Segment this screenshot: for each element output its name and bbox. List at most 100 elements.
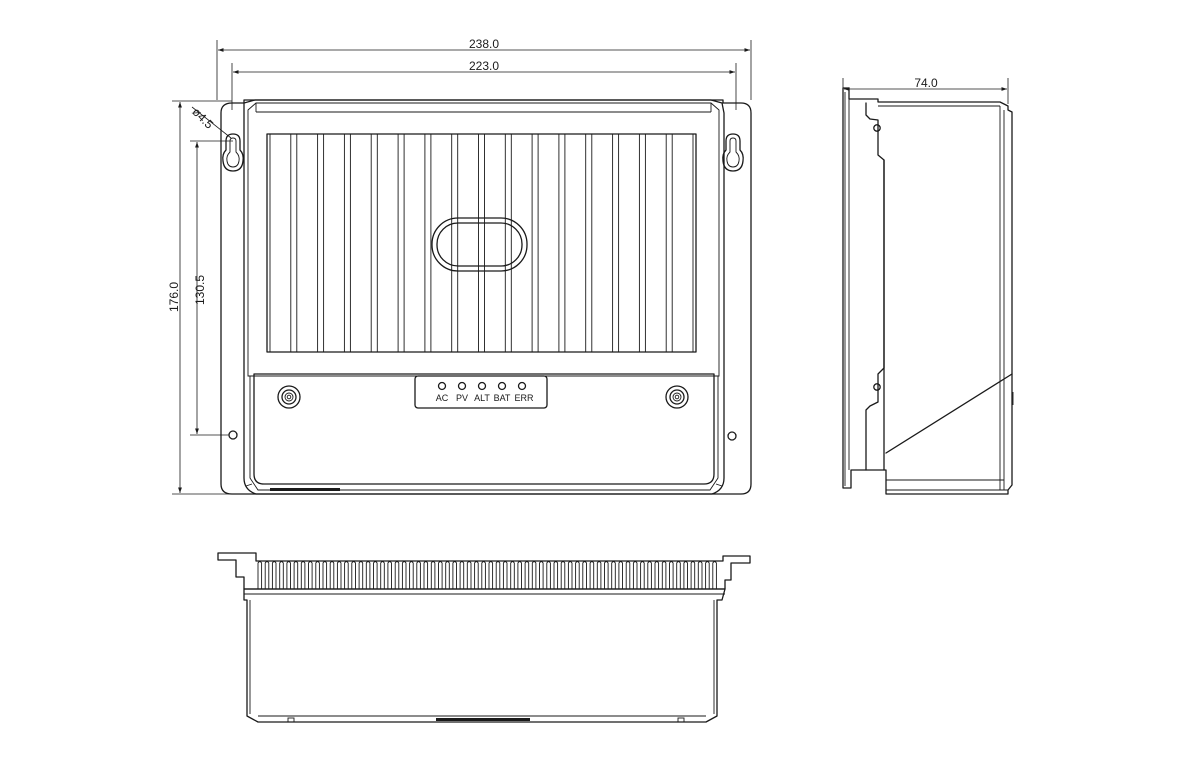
bottom-fin xyxy=(459,561,465,589)
bottom-fin xyxy=(351,561,356,589)
bottom-fin xyxy=(575,561,580,589)
dimension-depth: 74.0 xyxy=(842,76,1009,104)
bottom-fin xyxy=(524,561,530,589)
led-label-ac: AC xyxy=(436,393,449,403)
bottom-fin xyxy=(308,561,313,589)
bottom-fin xyxy=(690,561,696,589)
bottom-fin xyxy=(618,561,623,589)
bottom-fin xyxy=(387,561,392,589)
mount-hole-bottom-right xyxy=(727,431,737,441)
bottom-fin xyxy=(510,561,515,589)
dimension-overall-width: 238.0 xyxy=(216,37,752,100)
heatsink-fin xyxy=(430,133,453,353)
bottom-fin xyxy=(625,561,631,589)
bottom-fin xyxy=(264,561,270,589)
heatsink-fin xyxy=(296,133,319,353)
mount-hole-bottom-left xyxy=(228,430,238,440)
bottom-fin xyxy=(300,561,306,589)
heatsink-fin xyxy=(376,133,399,353)
dimension-hole-spacing: 130.5 xyxy=(190,140,233,436)
bottom-fin xyxy=(611,561,616,589)
bottom-fin xyxy=(589,561,595,589)
bottom-fin xyxy=(712,561,717,589)
side-hole-bottom xyxy=(873,383,881,391)
bottom-fin xyxy=(676,561,681,589)
heatsink-fin xyxy=(564,133,587,353)
keyhole-slot-left xyxy=(222,133,244,172)
side-view xyxy=(842,87,1014,495)
dim-text-body-width: 223.0 xyxy=(469,59,499,73)
bottom-fin xyxy=(438,561,443,589)
bottom-fin xyxy=(669,561,674,589)
dimension-body-width: 223.0 xyxy=(231,59,737,110)
dim-text-overall-height: 176.0 xyxy=(167,282,181,312)
heatsink-fin xyxy=(323,133,345,353)
bottom-fin xyxy=(546,561,551,589)
bottom-fin xyxy=(582,561,587,589)
bottom-fin xyxy=(697,561,703,589)
dim-text-depth: 74.0 xyxy=(914,76,938,90)
led-label-alt: ALT xyxy=(474,393,490,403)
side-profile-outline xyxy=(842,87,1013,495)
side-hole-top xyxy=(873,124,881,132)
dim-text-overall-width: 238.0 xyxy=(469,37,499,51)
bottom-fin xyxy=(394,561,400,589)
led-ac: AC xyxy=(436,381,449,403)
bottom-view xyxy=(217,552,751,723)
mounting-plate-outline xyxy=(220,99,752,495)
heatsink-fin xyxy=(618,133,640,353)
led-label-bat: BAT xyxy=(494,393,511,403)
bottom-body xyxy=(243,588,726,723)
dim-text-hole-spacing: 130.5 xyxy=(193,275,207,305)
heatsink-fin xyxy=(671,133,694,353)
bottom-fin xyxy=(452,561,457,589)
led-alt: ALT xyxy=(474,381,490,403)
bottom-fin xyxy=(329,561,335,589)
bottom-fin xyxy=(322,561,328,589)
bottom-fin xyxy=(257,561,263,589)
bottom-fin xyxy=(705,561,710,589)
bottom-fin xyxy=(430,561,436,589)
heatsink-fins xyxy=(269,133,694,353)
heatsink-fin-panel xyxy=(266,133,697,353)
bottom-fin xyxy=(560,561,566,589)
bottom-fin xyxy=(647,561,652,589)
bottom-fin xyxy=(517,561,522,589)
bottom-fin xyxy=(466,561,472,589)
led-label-err: ERR xyxy=(514,393,534,403)
bottom-fin xyxy=(553,561,559,589)
dim-text-hole-diameter: ø4.5 xyxy=(189,105,216,132)
dimension-overall-height: 176.0 xyxy=(167,100,232,495)
bottom-fin xyxy=(683,561,688,589)
bottom-fin xyxy=(365,561,371,589)
heatsink-fin xyxy=(269,133,292,353)
bottom-fin xyxy=(596,561,602,589)
heatsink-fin xyxy=(591,133,614,353)
bottom-fin xyxy=(358,561,364,589)
bottom-fin xyxy=(474,561,479,589)
bottom-fin xyxy=(409,561,414,589)
keyhole-slot-right xyxy=(722,133,744,172)
display-window-inner xyxy=(436,222,523,267)
bottom-fin xyxy=(416,561,421,589)
dimension-hole-diameter: ø4.5 xyxy=(189,105,232,139)
bottom-heatsink-fins xyxy=(257,561,717,589)
bottom-fin xyxy=(632,561,638,589)
bottom-fin xyxy=(344,561,349,589)
bottom-fin xyxy=(567,561,573,589)
led-pv: PV xyxy=(456,381,468,403)
bottom-fin xyxy=(293,561,299,589)
bottom-fin xyxy=(445,561,450,589)
heatsink-fin xyxy=(484,133,506,353)
led-label-pv: PV xyxy=(456,393,468,403)
indicator-panel xyxy=(414,375,548,409)
bottom-fin xyxy=(271,561,277,589)
bottom-fin xyxy=(531,561,537,589)
bottom-fin xyxy=(481,561,486,589)
display-window-outer xyxy=(431,217,528,272)
bottom-fin xyxy=(495,561,501,589)
heatsink-fin xyxy=(537,133,560,353)
bottom-fin xyxy=(336,561,342,589)
bottom-fin xyxy=(654,561,660,589)
